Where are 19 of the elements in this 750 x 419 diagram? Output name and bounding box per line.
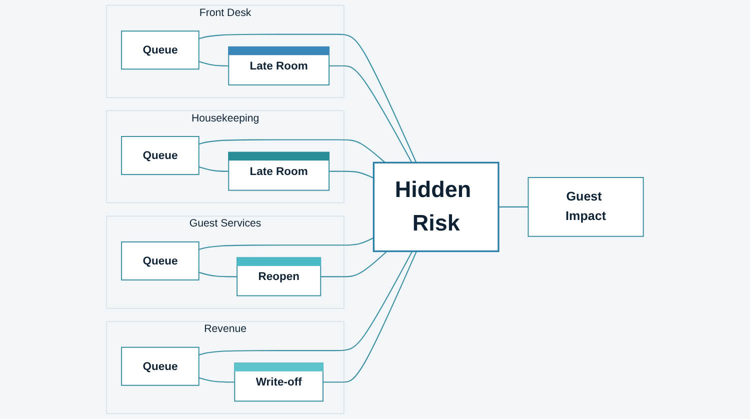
connector [323,251,418,383]
node-box: Queue [121,241,200,280]
connector [198,272,238,278]
connector [329,65,412,163]
connector [320,250,388,278]
node-box: Guest Impact [528,177,644,237]
node-box: Hidden Risk [372,162,500,252]
connector [198,237,374,250]
connector [329,170,374,179]
connector [198,139,386,164]
connector [198,61,229,66]
connector [198,166,229,172]
connector [198,251,413,356]
connector [498,206,528,208]
node-box: Queue [121,136,200,176]
connector [198,34,417,163]
node-box: Queue [121,30,200,70]
node-box: Queue [121,346,200,386]
connector [198,377,235,383]
